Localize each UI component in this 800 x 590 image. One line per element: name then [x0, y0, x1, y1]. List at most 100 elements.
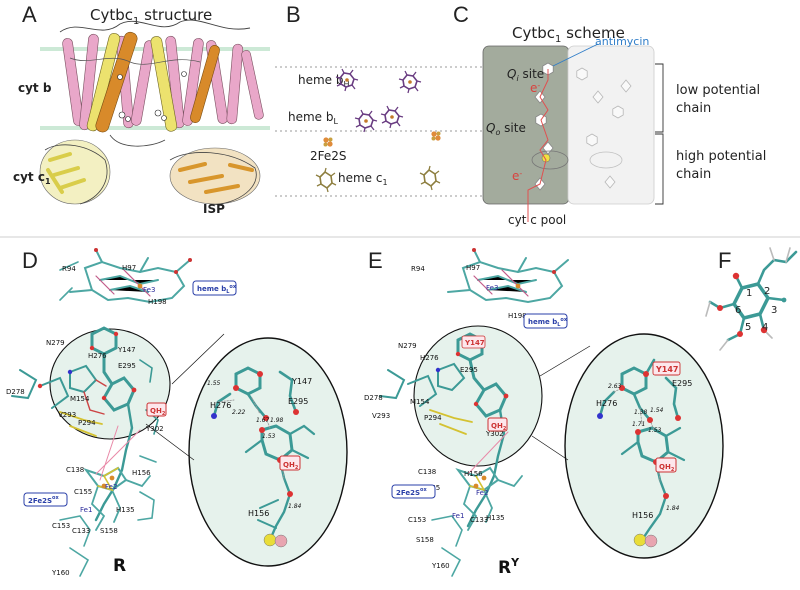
panel-e: E R94 H97 H19	[364, 248, 724, 578]
panel-b-label: B	[286, 2, 301, 27]
panel-e-label: E	[368, 248, 383, 273]
residue-h97: H97	[122, 264, 136, 272]
zoom-distance-6: 1.84	[666, 505, 680, 512]
ring-position-5: 5	[745, 322, 751, 333]
zoom-qh2-tag	[279, 455, 301, 471]
panel-f: F 1 2 3 4 5 6	[705, 247, 798, 351]
residue-fe1: Fe1	[452, 512, 464, 520]
residue-h198: H198	[148, 298, 167, 306]
residue-p294: P294	[78, 419, 96, 427]
residue-c133: C133	[72, 527, 90, 535]
zoom-distance-3: 1.54	[650, 407, 664, 414]
zoom-residue-e295: E295	[672, 379, 692, 388]
zoom-residue-h156: H156	[632, 511, 653, 520]
zoom-residue-y147: Y147	[655, 365, 679, 374]
cyt-c1-domain	[39, 139, 111, 205]
electron-path-line	[527, 69, 549, 222]
residue-y302: Y302	[145, 425, 164, 433]
residue-y160: Y160	[431, 562, 450, 570]
ring-position-3: 3	[771, 305, 777, 316]
residue-h135: H135	[486, 514, 505, 522]
residue-c138: C138	[66, 466, 84, 474]
zoom-connector-top	[539, 345, 591, 377]
protein-loop-low	[109, 134, 166, 147]
high-potential-label-line2: chain	[676, 167, 711, 182]
zoom-connector-bottom	[145, 423, 195, 461]
residue-fe3: Fe3	[143, 286, 155, 294]
heme-bl-right-icon	[380, 105, 404, 129]
ring-position-6: 6	[735, 305, 741, 316]
cyt-c-pool-label: cyt c pool	[508, 213, 566, 227]
residue-v293: V293	[58, 411, 76, 419]
fes-ox-tag-text: 2Fe2Sox	[28, 495, 59, 505]
zoom-circle	[564, 333, 724, 559]
residue-h276: H276	[88, 352, 107, 360]
residue-e295: E295	[460, 366, 478, 374]
electron-label-top: e-	[530, 81, 540, 95]
heme-bl-ox-tag	[192, 280, 237, 296]
residue-m154: M154	[70, 395, 90, 403]
high-potential-label-line1: high potential	[676, 149, 766, 164]
zoom-distance-3: 1.67	[256, 417, 270, 424]
ring-position-2: 2	[764, 286, 770, 297]
zoom-y147-tag	[652, 361, 681, 376]
fes-ox-tag	[391, 484, 436, 499]
isp-label: ISP	[203, 202, 225, 216]
panel-f-label: F	[718, 248, 731, 273]
low-potential-bracket	[655, 63, 664, 133]
ring-position-1: 1	[746, 288, 752, 299]
zoom-distance-2: 1.38	[634, 409, 648, 416]
inner-cofactors	[117, 71, 187, 122]
protein-loop-mid	[69, 57, 201, 65]
qi-site-label: Qi site	[507, 67, 544, 83]
state-ry-label: RY	[498, 556, 520, 578]
ring-position-4: 4	[762, 322, 768, 333]
panel-d: D	[6, 248, 348, 577]
residue-p294: P294	[424, 414, 442, 422]
fes-ox-tag-text: 2Fe2Sox	[396, 487, 427, 497]
heme-c1-label: heme c1	[338, 171, 388, 187]
residue-c133: C133	[470, 516, 488, 524]
residue-c153: C153	[52, 522, 70, 530]
antimycin-label: antimycin	[595, 35, 649, 48]
heme-bl-stick-model	[59, 248, 192, 304]
residue-s158: S158	[100, 527, 118, 535]
residue-h156: H156	[132, 469, 151, 477]
residue-m154: M154	[410, 398, 430, 406]
residue-d278: D278	[364, 394, 383, 402]
zoom-atoms	[211, 371, 299, 548]
state-r-label: R	[113, 556, 126, 576]
heme-bl-ox-tag	[523, 313, 568, 329]
qh2-tag-text: QH2	[491, 422, 507, 432]
zoom-qh2-tag	[655, 457, 677, 473]
residue-e295: E295	[118, 362, 136, 370]
cyt-c1-label: cyt c1	[13, 170, 51, 186]
low-potential-label-line1: low potential	[676, 83, 760, 98]
heme-c1-right-icon	[419, 165, 441, 191]
protein-loop-top	[59, 19, 251, 33]
residue-fe2: Fe2	[476, 489, 488, 497]
residue-y147: Y147	[117, 346, 136, 354]
y147-highlight-tag	[461, 335, 486, 349]
heme-bl-ox-tag-text: heme bLox	[197, 284, 237, 295]
heme-bh-label: heme bH	[298, 73, 350, 89]
panel-c-label: C	[453, 2, 469, 27]
heme-bl-stick-model	[447, 248, 569, 304]
residue-n279: N279	[46, 339, 65, 347]
zoom-residue-y147: Y147	[291, 377, 312, 386]
residue-h135: H135	[116, 506, 135, 514]
residue-h276: H276	[420, 354, 439, 362]
zoom-residue-h156: H156	[248, 509, 269, 518]
zoom-connector-top	[171, 333, 225, 385]
high-potential-bracket	[655, 133, 664, 205]
zoom-circle	[188, 337, 348, 567]
cyt-b-label: cyt b	[18, 81, 52, 95]
panel-d-label: D	[22, 248, 38, 273]
panel-a: A Cytbc1 structure	[13, 2, 270, 216]
zoom-distance-2: 2.22	[232, 409, 246, 416]
zoom-connector-bottom	[531, 435, 569, 461]
heme-bh-right-icon	[398, 70, 422, 94]
residue-r94: R94	[62, 265, 76, 273]
fe2s-label: 2Fe2S	[310, 149, 347, 163]
